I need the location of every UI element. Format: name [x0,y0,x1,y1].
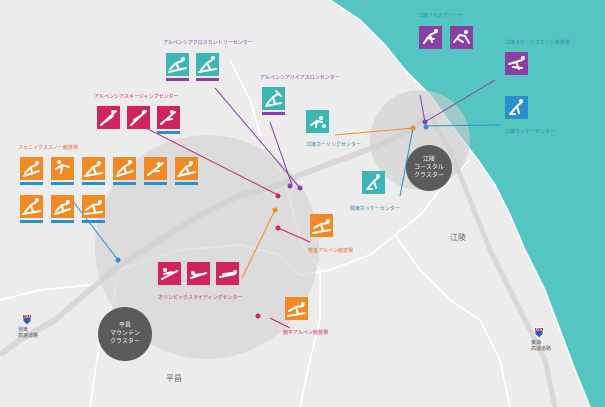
label-cross-country: アルペンシアクロスカントリーセンター [163,40,253,46]
city-pyeongchang: 平昌 [166,374,182,383]
nordic-combined-bar [196,78,219,81]
label-phoenix: フェニックススノー競技場 [18,145,78,151]
west-highway-name: 嶺東 高速道路 [18,327,39,339]
label-curling: 江陵カーリングセンター [306,142,362,148]
gangneung-cluster-label: 江陵 コースタル クラスター [414,156,444,179]
parallel-giant-slalom-icon[interactable] [82,195,105,218]
ski-cross-icon[interactable] [82,157,105,180]
pyeongchang-cluster-area [95,135,319,359]
label-ice-arena: 江陵アイスアリーナ [418,13,463,19]
aerials-icon[interactable] [51,157,74,180]
phoenix-bar-7 [20,220,43,223]
skeleton-icon[interactable] [216,262,239,285]
halfpipe-icon[interactable] [113,157,136,180]
freestyle-slopestyle-icon[interactable] [51,195,74,218]
label-hockey-center: 江陵ホッケーセンター [505,129,556,135]
cross-country-icon[interactable] [166,53,189,76]
nordic-jump-icon[interactable] [127,106,150,129]
west-shield-number: 50 [23,314,31,320]
short-track-icon[interactable] [450,26,473,49]
biathlon-icon[interactable] [262,87,285,110]
label-sliding: オリンピックスライディングセンター [158,295,243,301]
biathlon-bar [262,112,285,115]
bobsleigh-icon[interactable] [158,262,181,285]
luge-icon[interactable] [187,262,210,285]
label-ski-jumping: アルペンシアスキージャンプセンター [94,94,179,100]
slopestyle-icon[interactable] [144,157,167,180]
city-gangneung: 江陵 [450,233,466,242]
ski-jump-icon[interactable] [97,106,120,129]
label-biathlon: アルペンシアバイアスロンセンター [260,75,340,81]
curling-icon[interactable] [306,110,329,133]
phoenix-bar-6 [175,182,198,185]
phoenix-bar-2 [51,182,74,185]
label-yongpyong: 龍平アルペン競技場 [283,330,328,336]
snowboard-cross-icon[interactable] [175,157,198,180]
freestyle-halfpipe-icon[interactable] [20,195,43,218]
phoenix-bar-8 [51,220,74,223]
figure-skating-icon[interactable] [419,26,442,49]
speed-skating-icon[interactable] [505,52,528,75]
pyeongchang-cluster-label: 平昌 マウンテン クラスター [109,322,140,345]
highway-shield-east: 65 [534,324,544,339]
pyeongchang-cluster-badge: 平昌 マウンテン クラスター [98,307,152,361]
phoenix-bar-5 [144,182,167,185]
moguls-icon[interactable] [20,157,43,180]
label-kwandong: 関東ホッケーセンター [350,206,401,212]
label-jeongseon: 旌善アルペン競技場 [308,248,353,254]
gangneung-cluster-badge: 江陵 コースタル クラスター [406,145,452,191]
yongpyong-alpine-icon[interactable] [285,297,308,320]
big-air-bar [157,131,180,134]
label-speed-skating: 江陵スピードスケート競技場 [505,40,571,46]
nordic-combined-icon[interactable] [196,53,219,76]
phoenix-bar-4 [113,182,136,185]
east-sea [330,0,605,407]
highway-shield-west: 50 [22,311,32,326]
phoenix-bar-3 [82,182,105,185]
east-shield-number: 65 [535,327,543,333]
ice-hockey-icon[interactable] [505,96,528,119]
phoenix-bar-9 [82,220,105,223]
alpine-skiing-icon[interactable] [310,214,333,237]
cross-country-bar [166,78,189,81]
east-highway-name: 東海 高速道路 [531,340,552,352]
kwandong-hockey-icon[interactable] [362,171,385,194]
phoenix-bar-1 [20,182,43,185]
snowboard-big-air-icon[interactable] [157,106,180,129]
